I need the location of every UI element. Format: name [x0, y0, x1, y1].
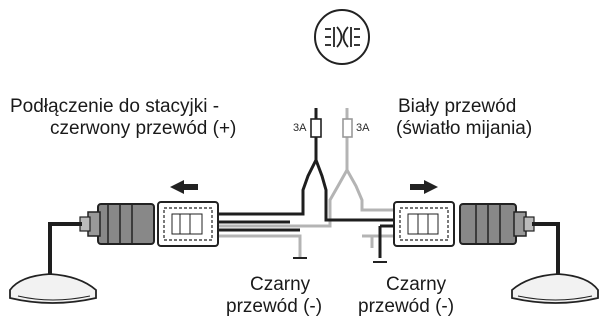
ground-left-label-line1: Czarny: [250, 274, 311, 295]
white-wire-label-line1: Biały przewód: [398, 96, 517, 117]
ground-left-label-line2: przewód (-): [226, 296, 323, 317]
plug-right: [459, 203, 535, 245]
ignition-label-line1: Podłączenie do stacyjki -: [10, 96, 220, 117]
red-ignition-wire: [218, 108, 395, 258]
drl-lamp-icon: [314, 9, 370, 65]
plug-left: [79, 203, 155, 245]
connector-left: [157, 201, 219, 247]
ground-right-label-line1: Czarny: [386, 274, 447, 295]
ignition-label-line2: czerwony przewód (+): [50, 118, 237, 139]
fuse-right: [342, 118, 353, 138]
fuse-left: [310, 118, 322, 138]
white-wire: [218, 108, 395, 258]
connector-right: [393, 201, 455, 247]
lamp-cable-right: [532, 222, 560, 282]
lamp-right: [511, 273, 599, 304]
arrow-left: [170, 180, 198, 194]
fuse-left-label: 3A: [293, 122, 307, 134]
arrow-right: [410, 180, 438, 194]
lamp-cable-left: [48, 222, 82, 282]
fuse-right-label: 3A: [356, 122, 370, 134]
ground-right-label-line2: przewód (-): [358, 296, 455, 317]
lamp-left: [9, 273, 97, 304]
white-wire-label-line2: (światło mijania): [396, 118, 533, 139]
